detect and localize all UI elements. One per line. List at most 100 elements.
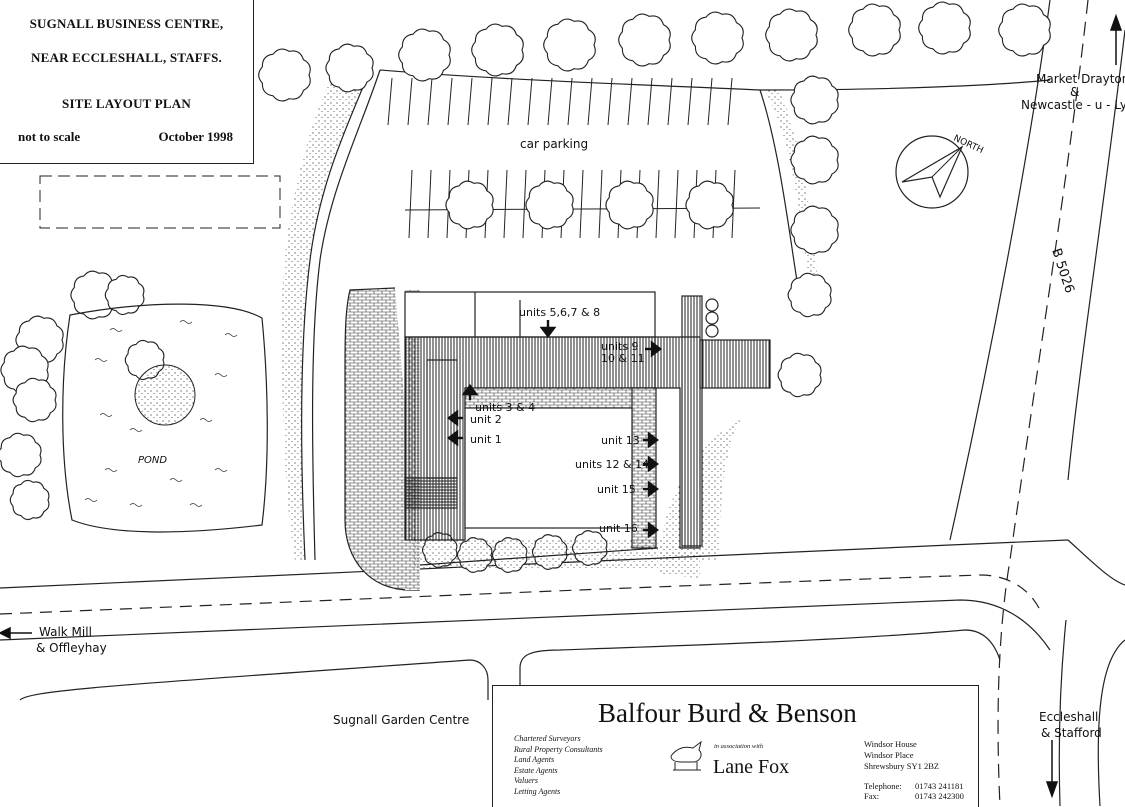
ripple xyxy=(129,503,143,507)
parking-stall-line xyxy=(387,77,393,126)
walk-mill-label: Walk Mill xyxy=(39,625,92,639)
tree-icon xyxy=(787,272,832,318)
parking-stall-line xyxy=(707,77,713,126)
service-item: Valuers xyxy=(514,776,538,785)
verge xyxy=(281,70,370,560)
ripple xyxy=(109,328,123,332)
tree-icon xyxy=(325,43,374,93)
service-item: Land Agents xyxy=(514,755,555,764)
service-item: Chartered Surveyors xyxy=(514,734,581,743)
tree-icon xyxy=(918,1,971,55)
contact-labels: Telephone: Fax: xyxy=(864,781,902,801)
ripple xyxy=(104,468,118,472)
parking-stall-line xyxy=(487,77,493,126)
business-units-building xyxy=(344,287,771,591)
north-arrow xyxy=(895,135,969,209)
parking-stall-line xyxy=(447,77,453,126)
tree-icon xyxy=(543,18,596,72)
fax-label: Fax: xyxy=(864,791,880,801)
lane-edge xyxy=(1067,539,1125,586)
tree-icon xyxy=(445,180,494,230)
tree-icon xyxy=(12,377,57,423)
title-line-2: NEAR ECCLESHALL, STAFFS. xyxy=(31,50,222,65)
garden-centre-boundary xyxy=(19,659,489,701)
ripple xyxy=(214,468,228,472)
ripple xyxy=(94,358,108,362)
parking-stall-line xyxy=(503,169,508,239)
unit-16-label: unit 16 xyxy=(599,522,638,535)
parking-stall-line xyxy=(407,77,413,126)
parking-stall-line xyxy=(655,169,660,239)
parking-stall-line xyxy=(567,77,573,126)
parking-stall-line xyxy=(427,169,432,239)
parking-stall-line xyxy=(687,77,693,126)
car-parking-label: car parking xyxy=(520,137,588,151)
tree-icon xyxy=(691,11,744,65)
firm-block: Balfour Burd & Benson Chartered Surveyor… xyxy=(492,685,979,807)
parking-stall-line xyxy=(522,169,527,239)
parking-stall-line xyxy=(598,169,603,239)
direction-arrows xyxy=(0,13,1123,799)
address-line: Windsor House xyxy=(864,739,917,749)
parking-stall-line xyxy=(647,77,653,126)
site-entrance xyxy=(487,668,521,700)
unit-2-label: unit 2 xyxy=(470,413,502,426)
access-road xyxy=(379,69,801,301)
fax-number: 01743 242300 xyxy=(915,791,964,801)
ripple xyxy=(199,418,213,422)
unit-15-label: unit 15 xyxy=(597,483,636,496)
title-line-1: SUGNALL BUSINESS CENTRE, xyxy=(29,16,224,31)
service-item: Estate Agents xyxy=(514,765,558,775)
parking-stall-line xyxy=(674,169,679,239)
unit-1-label: unit 1 xyxy=(470,433,502,446)
tree-icon xyxy=(9,479,50,521)
plan-date: October 1998 xyxy=(158,129,234,144)
units-3-4-label: units 3 & 4 xyxy=(475,401,535,414)
association-note: in association with xyxy=(714,743,764,750)
pond-ripples xyxy=(84,320,238,507)
tree-icon xyxy=(790,135,839,185)
telephone-number: 01743 241181 xyxy=(915,781,964,791)
associate-name: Lane Fox xyxy=(713,756,790,778)
ripple xyxy=(179,320,193,324)
parking-stall-line xyxy=(507,77,513,126)
parking-stall-line xyxy=(587,77,593,126)
lane-centre xyxy=(0,574,1041,615)
units-5-8-label: units 5,6,7 & 8 xyxy=(519,306,600,319)
parking-stall-line xyxy=(731,169,736,239)
tree-icon xyxy=(0,432,42,478)
garden-centre-label: Sugnall Garden Centre xyxy=(333,713,469,727)
building-outline-dashed xyxy=(39,175,281,229)
parking-stall-line xyxy=(607,77,613,126)
contact-numbers: 01743 241181 01743 242300 xyxy=(915,781,964,801)
tree-icon xyxy=(104,274,145,316)
parking-stall-line xyxy=(527,77,533,126)
pond-island xyxy=(134,364,196,426)
garden-centre-boundary xyxy=(519,629,1001,669)
parking-stall-line xyxy=(408,169,413,239)
units-12-14-label: units 12 & 14 xyxy=(575,458,649,471)
firm-address: Windsor House Windsor Place Shrewsbury S… xyxy=(864,739,939,772)
tree-icon xyxy=(685,180,734,230)
site-boundary xyxy=(311,69,381,561)
road-edge xyxy=(949,0,1051,541)
parking-stall-line xyxy=(627,77,633,126)
service-item: Rural Property Consultants xyxy=(514,744,603,754)
ampersand-label: & xyxy=(1070,85,1079,99)
lane-edge xyxy=(0,599,1051,651)
parking-stall-line xyxy=(427,77,433,126)
parking-stall-line xyxy=(547,77,553,126)
tree-icon xyxy=(998,3,1051,57)
telephone-label: Telephone: xyxy=(864,781,902,791)
site-boundary xyxy=(301,69,371,561)
ripple xyxy=(214,373,228,377)
scale-note: not to scale xyxy=(18,129,81,144)
road-edge xyxy=(1097,639,1125,806)
tree-icon xyxy=(790,205,839,255)
service-item: Letting Agents xyxy=(514,786,561,796)
title-line-3: SITE LAYOUT PLAN xyxy=(62,96,191,111)
tree-icon xyxy=(618,13,671,67)
pond-label: POND xyxy=(138,455,167,466)
tree-icon xyxy=(258,48,311,102)
